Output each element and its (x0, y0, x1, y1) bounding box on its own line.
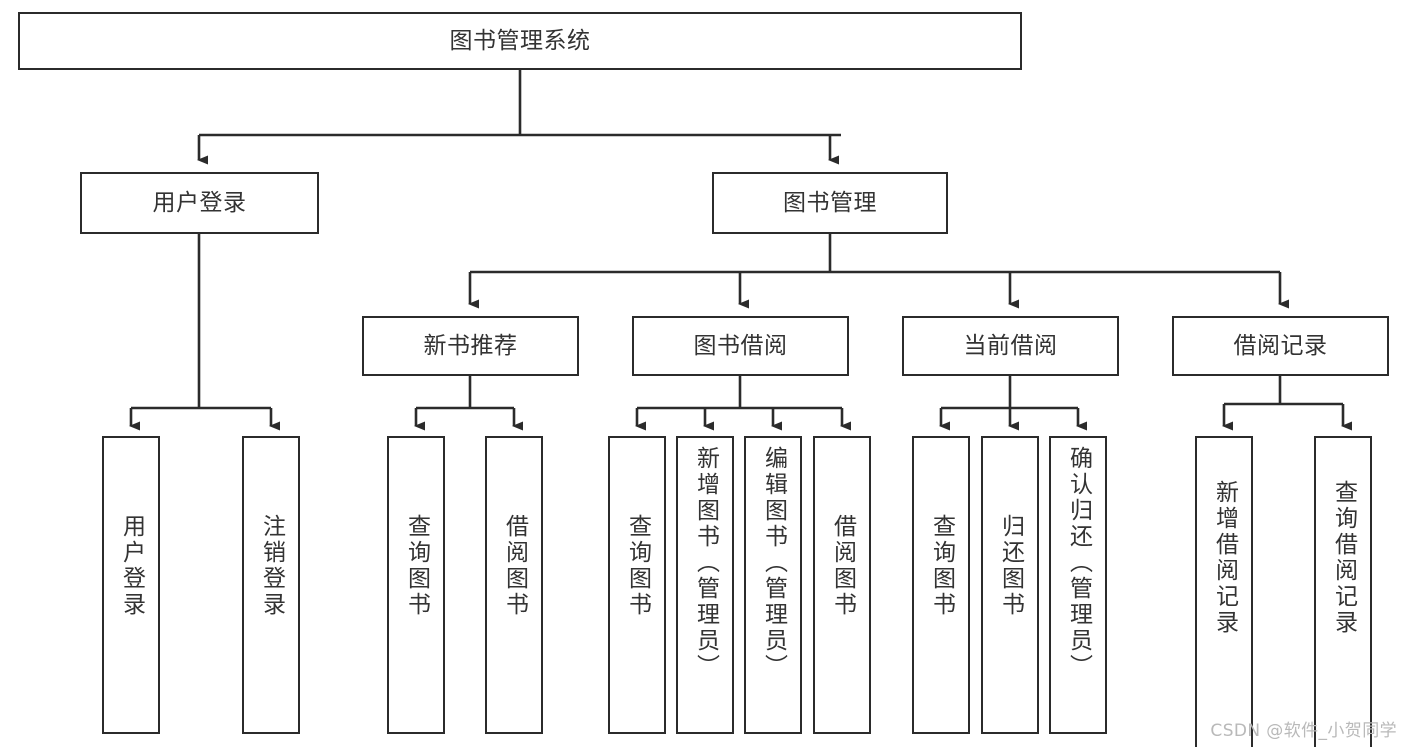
node-label: 查询图书 (403, 514, 430, 618)
node-label: 图书借阅 (693, 332, 788, 359)
node-label: 新增图书（管理员） (692, 446, 719, 680)
leaf-user-login[interactable]: 用户登录 (102, 436, 160, 734)
node-label: 查询借阅记录 (1330, 480, 1357, 636)
node-label: 查询图书 (624, 514, 651, 618)
node-label: 借阅图书 (829, 514, 856, 618)
leaf-confirm-return[interactable]: 确认归还（管理员） (1049, 436, 1107, 734)
watermark-text: CSDN @软件_小贺同学 (1210, 721, 1397, 741)
leaf-edit-book[interactable]: 编辑图书（管理员） (744, 436, 802, 734)
leaf-query-record[interactable]: 查询借阅记录 (1314, 436, 1372, 747)
node-label: 新增借阅记录 (1211, 480, 1238, 636)
node-label: 查询图书 (928, 514, 955, 618)
leaf-add-record[interactable]: 新增借阅记录 (1195, 436, 1253, 747)
leaf-add-book[interactable]: 新增图书（管理员） (676, 436, 734, 734)
leaf-query-book-1[interactable]: 查询图书 (387, 436, 445, 734)
leaf-borrow-book-2[interactable]: 借阅图书 (813, 436, 871, 734)
node-current-borrow[interactable]: 当前借阅 (902, 316, 1119, 376)
node-label: 注销登录 (258, 514, 285, 618)
leaf-query-book-2[interactable]: 查询图书 (608, 436, 666, 734)
node-borrow-record[interactable]: 借阅记录 (1172, 316, 1389, 376)
node-label: 借阅记录 (1233, 332, 1328, 359)
node-label: 当前借阅 (963, 332, 1058, 359)
node-label: 编辑图书（管理员） (760, 446, 787, 680)
node-label: 用户登录 (118, 514, 145, 618)
node-label: 图书管理系统 (449, 27, 591, 54)
leaf-logout-login[interactable]: 注销登录 (242, 436, 300, 734)
node-label: 新书推荐 (423, 332, 518, 359)
node-user-login[interactable]: 用户登录 (80, 172, 319, 234)
node-book-manage[interactable]: 图书管理 (712, 172, 948, 234)
node-label: 归还图书 (997, 514, 1024, 618)
node-root-system[interactable]: 图书管理系统 (18, 12, 1022, 70)
leaf-borrow-book-1[interactable]: 借阅图书 (485, 436, 543, 734)
node-label: 确认归还（管理员） (1065, 446, 1092, 680)
leaf-return-book[interactable]: 归还图书 (981, 436, 1039, 734)
node-label: 借阅图书 (501, 514, 528, 618)
node-label: 用户登录 (152, 189, 247, 216)
leaf-query-book-3[interactable]: 查询图书 (912, 436, 970, 734)
node-label: 图书管理 (783, 189, 877, 216)
node-new-book-recommend[interactable]: 新书推荐 (362, 316, 579, 376)
node-book-borrow[interactable]: 图书借阅 (632, 316, 849, 376)
